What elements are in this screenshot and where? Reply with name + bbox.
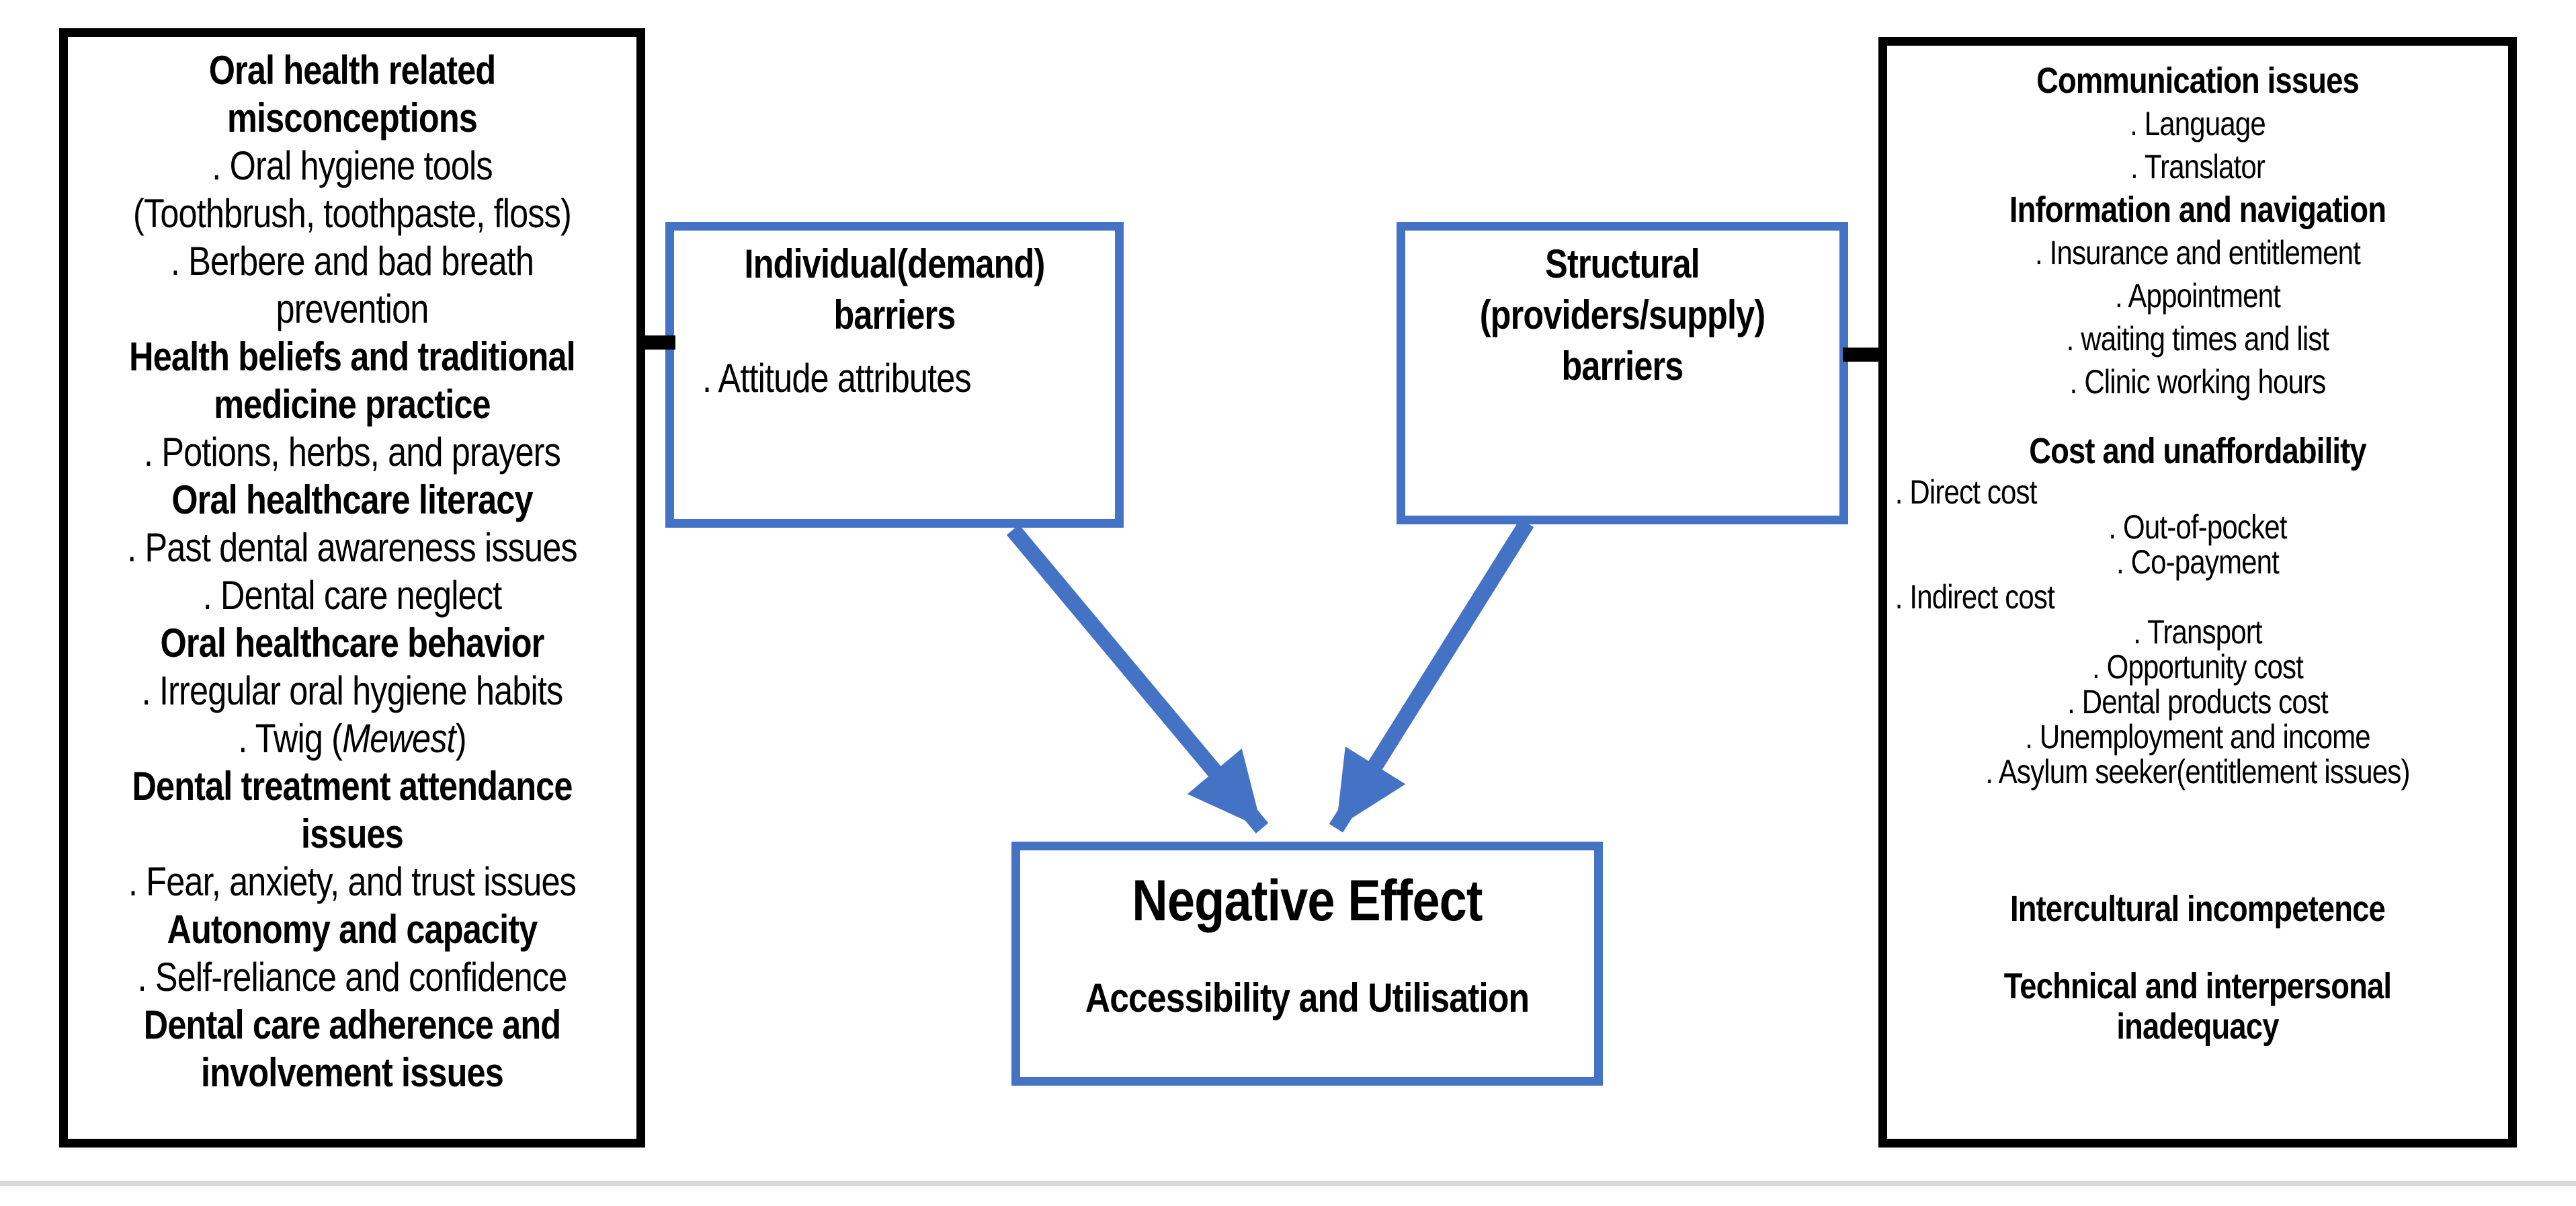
right-barriers-box: Communication issues . Language . Translat… bbox=[1878, 37, 2517, 1148]
connector-right bbox=[1843, 348, 1885, 362]
outcome-content: Negative Effect Accessibility and Utilis… bbox=[1020, 850, 1594, 1025]
structural-barriers-box: Structural (providers/supply) barriers bbox=[1397, 222, 1848, 524]
text-line: . Irregular oral hygiene habits bbox=[141, 668, 564, 713]
connector-left bbox=[638, 335, 675, 350]
text-line: . waiting times and list bbox=[2066, 320, 2330, 358]
text-line: . Insurance and entitlement bbox=[2035, 234, 2361, 272]
text-line: issues bbox=[301, 811, 404, 856]
text-line: . Appointment bbox=[2115, 277, 2281, 315]
structural-barriers-content: Structural (providers/supply) barriers bbox=[1405, 231, 1839, 392]
text-line: Autonomy and capacity bbox=[167, 907, 538, 952]
text-line: Oral healthcare literacy bbox=[171, 477, 533, 522]
text-line: (providers/supply) bbox=[1479, 292, 1765, 337]
text-line: . Dental care neglect bbox=[202, 573, 502, 618]
arrow-structural-to-outcome bbox=[1329, 518, 1534, 833]
text-line: . Clinic working hours bbox=[2069, 363, 2327, 401]
right-barriers-content: Communication issues . Language . Translat… bbox=[1887, 46, 2508, 1045]
text-line: . Potions, herbs, and prayers bbox=[144, 430, 561, 475]
text-line: Dental care adherence and bbox=[143, 1002, 561, 1047]
text-line: . Asylum seeker(entitlement issues) bbox=[1985, 753, 2410, 791]
communication-section: Communication issues . Language . Translat… bbox=[1887, 59, 2508, 403]
text-line: . Oral hygiene tools bbox=[212, 143, 493, 188]
negative-effect-title: Negative Effect bbox=[1132, 869, 1483, 933]
text-line: . Attitude attributes bbox=[702, 356, 972, 401]
text-line: barriers bbox=[833, 292, 956, 337]
text-line: . Transport bbox=[2133, 613, 2262, 651]
text-line: Dental treatment attendance bbox=[132, 764, 573, 809]
text-line: . Language bbox=[2130, 105, 2266, 143]
text-line: Technical and interpersonal bbox=[2003, 966, 2392, 1006]
text-line: (Toothbrush, toothpaste, floss) bbox=[133, 191, 572, 236]
text-line: . Translator bbox=[2130, 148, 2266, 186]
text-line: Oral health related bbox=[208, 48, 496, 93]
text-line: . Past dental awareness issues bbox=[127, 525, 577, 570]
text-line: Structural bbox=[1545, 241, 1700, 286]
individual-barriers-box: Individual(demand) barriers . Attitude att… bbox=[665, 222, 1124, 528]
text-line: Intercultural incompetence bbox=[2010, 889, 2386, 929]
text-line: Cost and unaffordability bbox=[2029, 431, 2366, 471]
text-line: . Berbere and bad breath bbox=[170, 239, 534, 284]
text-line: misconceptions bbox=[227, 95, 478, 140]
text-line: barriers bbox=[1561, 344, 1684, 389]
text-line: . Fear, anxiety, and trust issues bbox=[128, 859, 577, 904]
text-line: inadequacy bbox=[2116, 1006, 2279, 1047]
text-line: . Opportunity cost bbox=[2091, 648, 2304, 686]
text-line: involvement issues bbox=[201, 1050, 504, 1095]
outcome-subtitle: Accessibility and Utilisation bbox=[1085, 975, 1530, 1020]
text-line: . Dental products cost bbox=[2067, 683, 2329, 721]
text-line: . Indirect cost bbox=[1895, 578, 2055, 616]
text-line: Oral healthcare behavior bbox=[160, 620, 545, 666]
text-line: prevention bbox=[276, 286, 429, 331]
individual-barriers-content: Individual(demand) barriers . Attitude att… bbox=[674, 231, 1115, 404]
text-line: . Co-payment bbox=[2116, 543, 2280, 581]
text-line: Individual(demand) bbox=[744, 241, 1046, 286]
page-divider-line bbox=[0, 1181, 2576, 1186]
arrow-individual-to-outcome bbox=[1006, 524, 1269, 834]
text-line: . Out-of-pocket bbox=[2108, 508, 2287, 546]
outcome-box: Negative Effect Accessibility and Utilis… bbox=[1011, 842, 1603, 1086]
text-line: . Twig (Mewest) bbox=[238, 716, 466, 761]
text-line: Health beliefs and traditional bbox=[129, 334, 576, 379]
text-line: Information and navigation bbox=[2009, 190, 2386, 230]
text-line: Communication issues bbox=[2036, 61, 2360, 101]
cost-section: Cost and unaffordability. Direct cost . O… bbox=[1887, 428, 2508, 789]
text-line: . Unemployment and income bbox=[2025, 718, 2370, 756]
text-line: . Self-reliance and confidence bbox=[137, 955, 568, 1000]
text-line: medicine practice bbox=[214, 382, 491, 427]
text-line: . Direct cost bbox=[1895, 473, 2038, 511]
